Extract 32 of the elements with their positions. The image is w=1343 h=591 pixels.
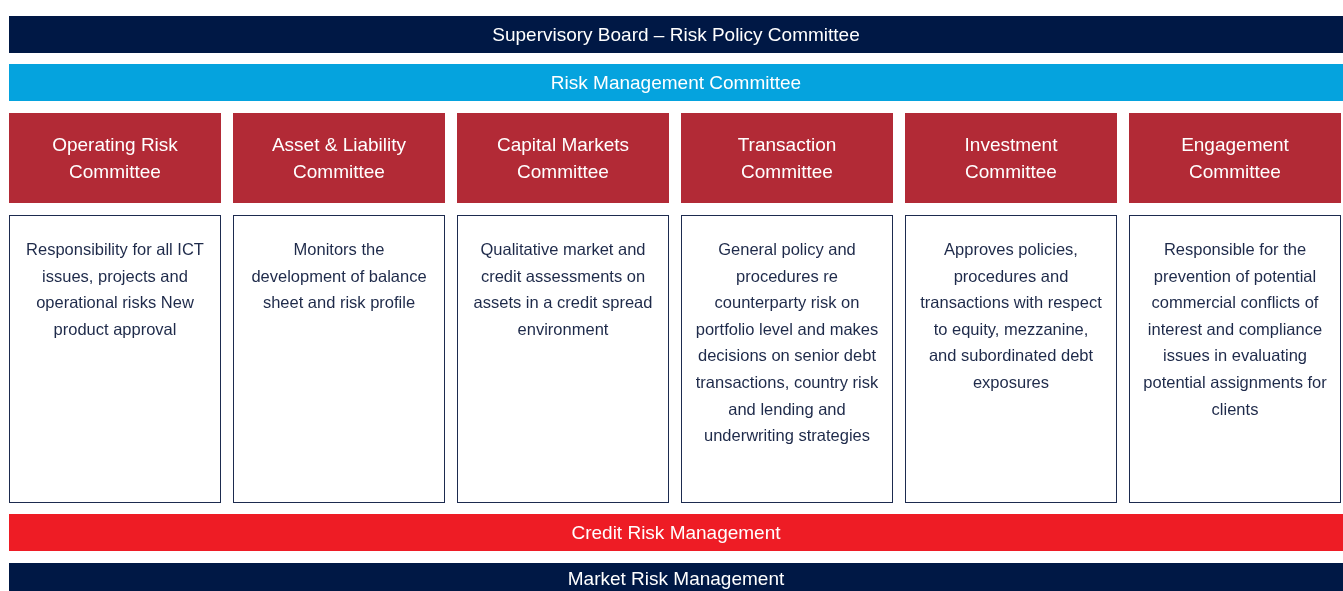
heading-text: Transaction Committee [736, 133, 838, 184]
description-text: General policy and procedures re counterparty risk on portfolio level and makes decisions on senior debt transactions, country risk and lending and underwriting strategies [694, 239, 880, 447]
description-text: Approves policies, procedures and transactions with respect to equity, mezzanine, and subordinated debt exposures [919, 239, 1103, 393]
heading-text: Investment Committee [963, 133, 1059, 184]
heading-text: Supervisory Board – Risk Policy Committee [492, 23, 860, 46]
description-text: Qualitative market and credit assessments on assets in a credit spread environment [472, 239, 654, 340]
heading-text: Market Risk Management [567, 568, 785, 590]
description-box [681, 215, 893, 503]
description-text: Responsible for the prevention of potential commercial conflicts of interest and compliance issues in evaluating potential assignments for clients [1142, 239, 1328, 420]
committee-header [9, 113, 221, 203]
committee-header [681, 113, 893, 203]
description-text: Monitors the development of balance sheet and risk profile [250, 239, 428, 314]
department-band [9, 514, 1343, 551]
committee-band [9, 64, 1343, 101]
committee-band [9, 16, 1343, 53]
department-band [9, 563, 1343, 591]
description-box [457, 215, 669, 503]
description-box [905, 215, 1117, 503]
description-box [1129, 215, 1341, 503]
committee-header [905, 113, 1117, 203]
heading-text: Capital Markets Committee [496, 133, 630, 184]
description-box [9, 215, 221, 503]
description-text: Responsibility for all ICT issues, projects and operational risks New product approval [25, 239, 205, 340]
heading-text: Credit Risk Management [571, 521, 781, 544]
committee-header [1129, 113, 1341, 203]
heading-text: Engagement Committee [1180, 133, 1290, 184]
committee-header [457, 113, 669, 203]
heading-text: Operating Risk Committee [51, 133, 179, 184]
committee-header [233, 113, 445, 203]
heading-text: Asset & Liability Committee [270, 133, 408, 184]
description-box [233, 215, 445, 503]
heading-text: Risk Management Committee [550, 71, 802, 94]
